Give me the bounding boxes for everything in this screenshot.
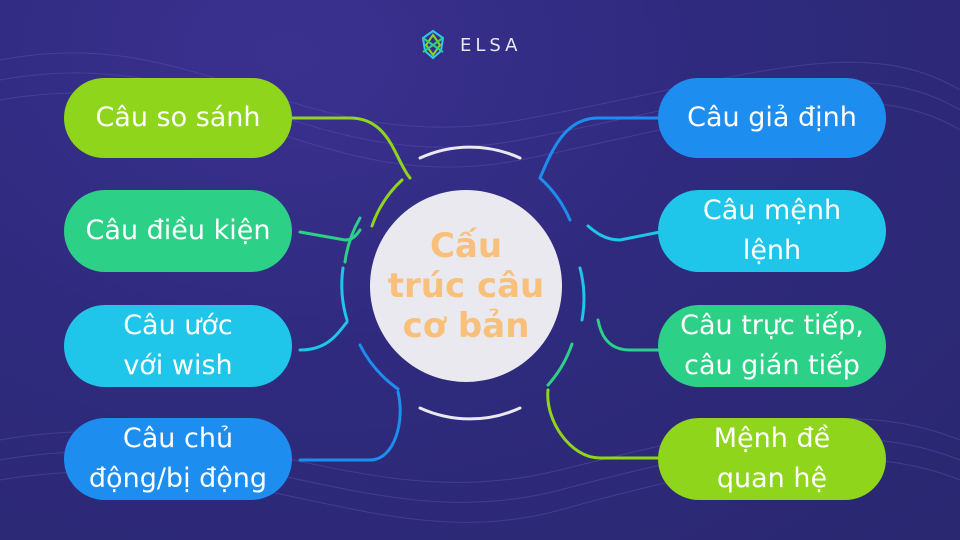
node-label-line-2: quan hệ xyxy=(716,463,828,494)
node-label: Câu điều kiện xyxy=(85,215,271,246)
node-menh-de-quan-he: Mệnh đề quan hệ xyxy=(658,418,886,500)
node-cau-so-sanh: Câu so sánh xyxy=(64,78,292,158)
node-label-line-1: Câu trực tiếp, xyxy=(680,310,864,341)
node-label: Câu so sánh xyxy=(95,102,261,133)
node-cau-dieu-kien: Câu điều kiện xyxy=(64,190,292,272)
node-cau-menh-lenh: Câu mệnh lệnh xyxy=(658,190,886,272)
node-cau-uoc-voi-wish: Câu ước với wish xyxy=(64,305,292,387)
node-label-line-1: Câu ước xyxy=(123,310,233,341)
node-label-line-1: Câu chủ xyxy=(122,423,234,454)
node-label-line-2: động/bị động xyxy=(88,463,268,494)
node-label-line-2: câu gián tiếp xyxy=(684,350,860,381)
center-line-3: cơ bản xyxy=(402,306,530,346)
node-label-line-2: lệnh xyxy=(742,235,802,266)
node-label-line-1: Mệnh đề xyxy=(713,423,831,454)
node-cau-truc-tiep-gian-tiep: Câu trực tiếp, câu gián tiếp xyxy=(658,305,886,387)
center-topic: Cấu trúc câu cơ bản xyxy=(370,190,562,382)
node-cau-chu-dong-bi-dong: Câu chủ động/bị động xyxy=(64,418,292,500)
logo-text: ELSA xyxy=(460,34,522,56)
node-label-line-2: với wish xyxy=(123,350,233,381)
center-line-1: Cấu xyxy=(429,226,503,266)
elsa-logo: ELSA xyxy=(416,28,521,62)
node-cau-gia-dinh: Câu giả định xyxy=(658,78,886,158)
node-label: Câu giả định xyxy=(687,102,857,133)
center-line-2: trúc câu xyxy=(387,266,545,306)
node-label-line-1: Câu mệnh xyxy=(702,195,842,226)
elsa-logo-icon xyxy=(421,29,445,60)
